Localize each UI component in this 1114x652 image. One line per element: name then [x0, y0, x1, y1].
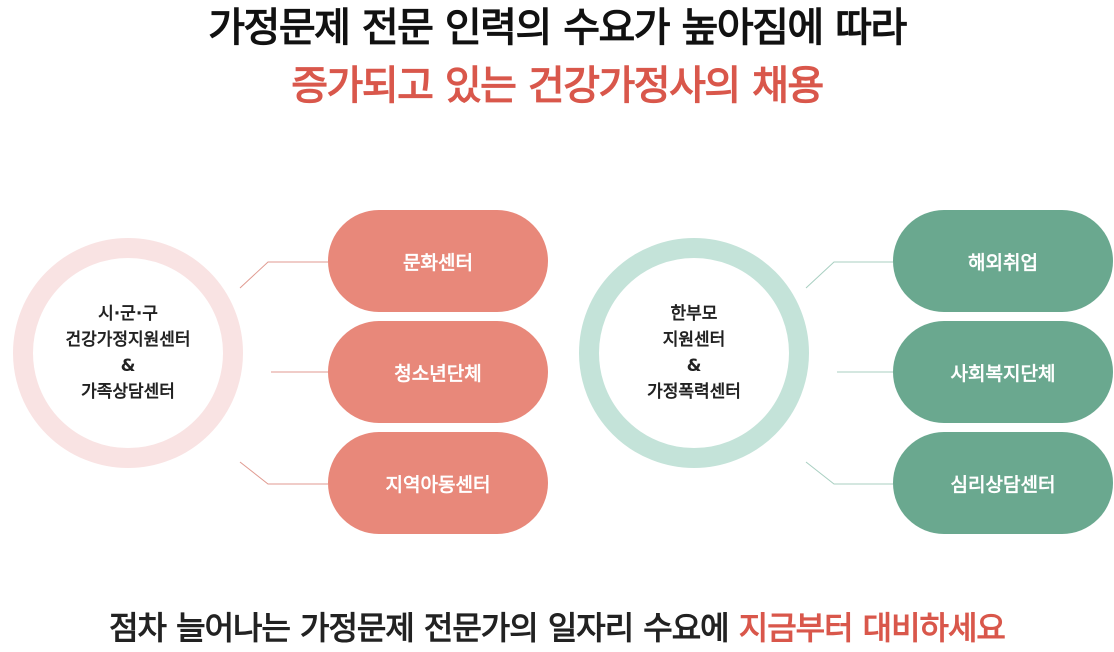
center-label-line: &: [120, 356, 136, 376]
branch-overseas-employment: 해외취업: [893, 210, 1113, 312]
center-label-line: 가족상담센터: [81, 382, 175, 402]
headline-line-2: 증가되고 있는 건강가정사의 채용: [291, 63, 824, 109]
center-label-line: 가정폭력센터: [647, 382, 741, 402]
footer-text: 점차 늘어나는 가정문제 전문가의 일자리 수요에: [109, 609, 739, 647]
footer-message: 점차 늘어나는 가정문제 전문가의 일자리 수요에 지금부터 대비하세요: [0, 612, 1114, 644]
center-label-line: 시·군·구: [98, 304, 158, 324]
footer-highlight: 지금부터 대비하세요: [738, 609, 1006, 647]
center-label-line: 지원센터: [662, 330, 726, 350]
branch-community-child-center: 지역아동센터: [328, 432, 548, 534]
branch-social-welfare-organization: 사회복지단체: [893, 321, 1113, 423]
connector-right-top: [805, 261, 893, 289]
center-label-line: 건강가정지원센터: [65, 330, 191, 350]
branch-counseling-center: 심리상담센터: [893, 432, 1113, 534]
center-circle-local-family-centers: 시·군·구 건강가정지원센터 & 가족상담센터: [13, 238, 243, 468]
center-label-line: 한부모: [670, 304, 718, 324]
branch-culture-center: 문화센터: [328, 210, 548, 312]
headline-line-1: 가정문제 전문 인력의 수요가 높아짐에 따라: [208, 5, 907, 51]
connector-left-bottom: [239, 461, 328, 485]
connector-left-top: [239, 261, 328, 289]
center-label-line: &: [686, 356, 702, 376]
connector-right-bottom: [805, 461, 893, 485]
branch-youth-organization: 청소년단체: [328, 321, 548, 423]
center-circle-single-parent-centers: 한부모 지원센터 & 가정폭력센터: [579, 238, 809, 468]
